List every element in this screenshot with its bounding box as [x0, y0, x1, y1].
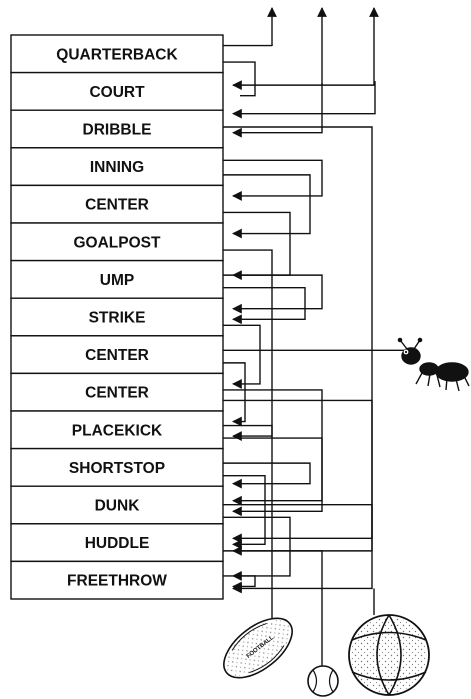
- word-label: QUARTERBACK: [56, 46, 178, 63]
- word-column: QUARTERBACK COURT DRIBBLE INNING CENTER GOALP…: [11, 35, 223, 599]
- maze-path: [223, 517, 290, 576]
- word-box: UMP: [11, 261, 223, 299]
- word-box: FREETHROW: [11, 561, 223, 599]
- maze-path: [223, 212, 290, 275]
- maze-path: [223, 476, 265, 545]
- word-label: CENTER: [85, 385, 149, 402]
- maze-path: [223, 426, 272, 437]
- maze-path: [223, 160, 322, 196]
- maze-path: [233, 83, 322, 133]
- word-box: CENTER: [11, 185, 223, 223]
- maze-path: [223, 288, 305, 320]
- maze-lines: [223, 46, 405, 666]
- word-label: HUDDLE: [85, 535, 150, 552]
- word-box: PLACEKICK: [11, 411, 223, 449]
- baseball-icon: [308, 666, 338, 696]
- word-label: UMP: [100, 272, 134, 289]
- word-label: GOALPOST: [74, 234, 162, 251]
- word-label: CENTER: [85, 347, 149, 364]
- word-box: QUARTERBACK: [11, 35, 223, 73]
- basketball-icon: [349, 615, 429, 695]
- word-box: COURT: [11, 73, 223, 111]
- word-label: INNING: [90, 159, 144, 176]
- word-box: DUNK: [11, 486, 223, 524]
- word-box: STRIKE: [11, 298, 223, 336]
- word-box: SHORTSTOP: [11, 449, 223, 487]
- word-label: DUNK: [95, 498, 141, 515]
- word-label: CENTER: [85, 197, 149, 214]
- word-label: COURT: [89, 84, 145, 101]
- maze-path: [223, 463, 310, 484]
- word-label: SHORTSTOP: [69, 460, 165, 477]
- word-box: GOALPOST: [11, 223, 223, 261]
- word-box: CENTER: [11, 373, 223, 411]
- maze-path: [223, 62, 255, 96]
- word-box: CENTER: [11, 336, 223, 374]
- word-label: FREETHROW: [67, 573, 167, 590]
- exit-arrows: [272, 8, 374, 85]
- word-box: DRIBBLE: [11, 110, 223, 148]
- ant-icon: [398, 338, 469, 391]
- maze-path: [223, 325, 260, 384]
- football-icon: FOOTBALL: [214, 607, 303, 689]
- word-box: INNING: [11, 148, 223, 186]
- maze-path: [223, 576, 255, 587]
- word-label: DRIBBLE: [83, 122, 152, 139]
- maze-path: [223, 175, 310, 234]
- word-label: STRIKE: [89, 310, 146, 327]
- word-box: HUDDLE: [11, 524, 223, 562]
- maze-path: [223, 363, 245, 422]
- word-label: PLACEKICK: [72, 422, 163, 439]
